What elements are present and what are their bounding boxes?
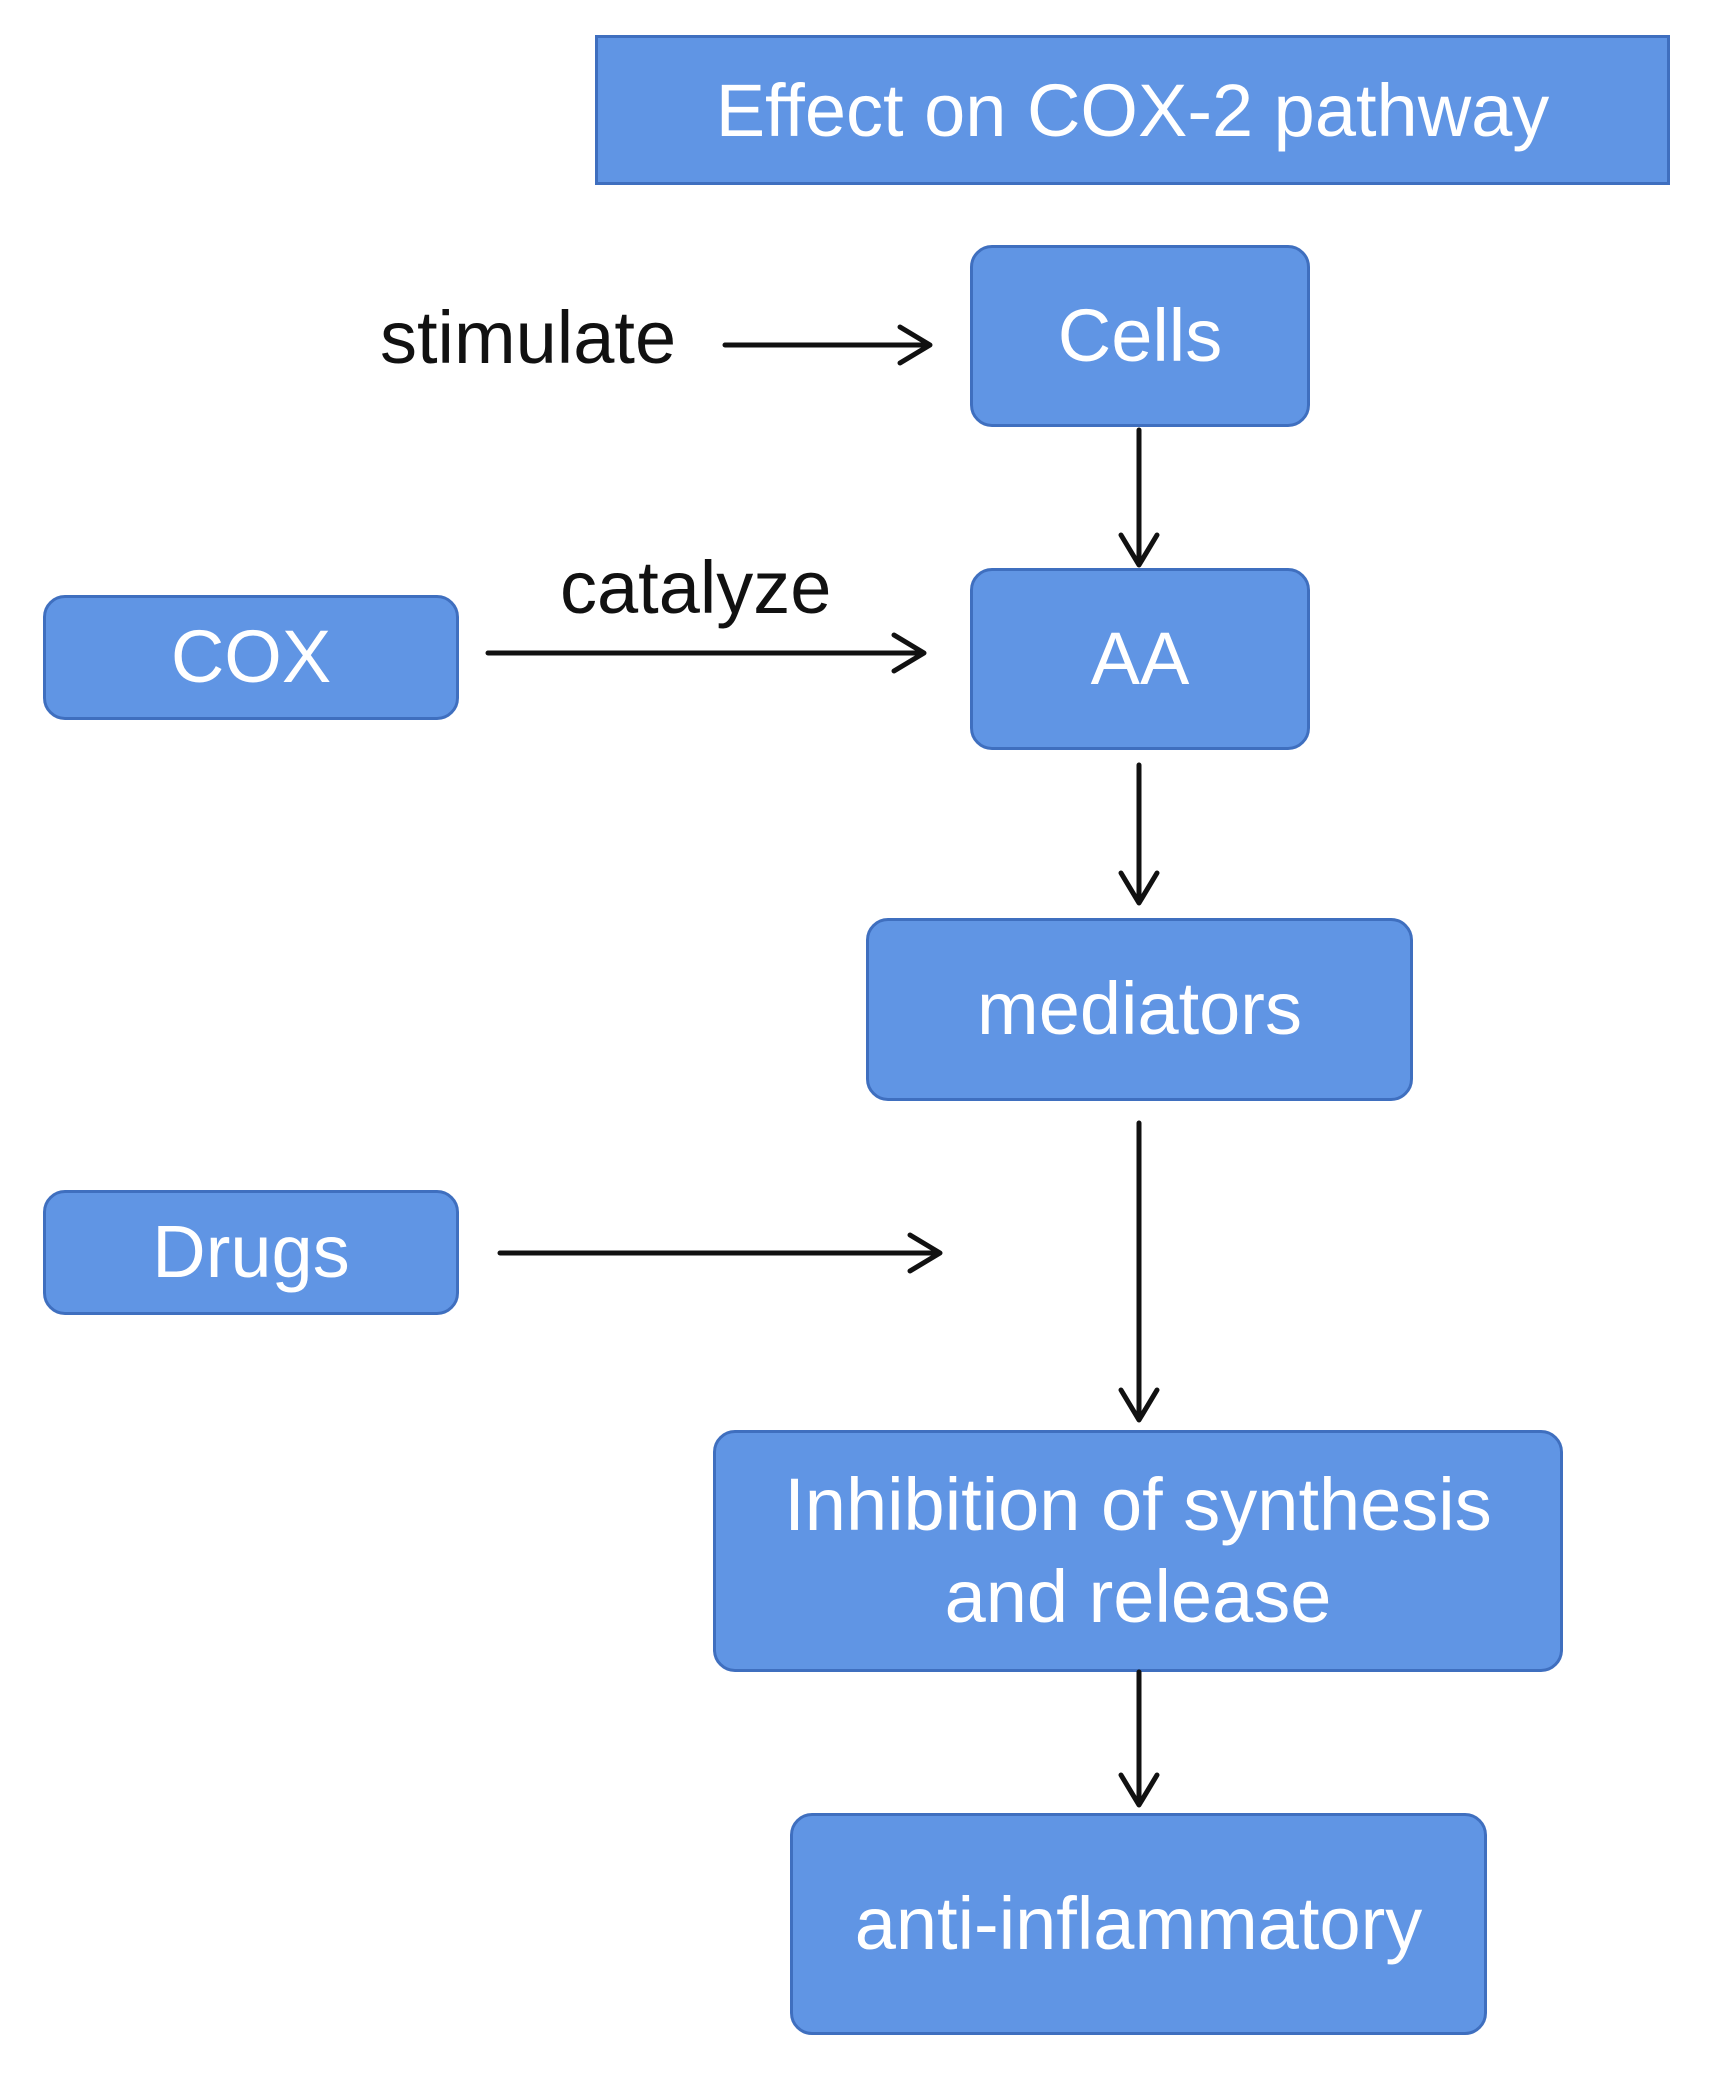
node-drugs: Drugs <box>43 1190 459 1315</box>
diagram-title: Effect on COX-2 pathway <box>595 35 1670 185</box>
diagram-title-text: Effect on COX-2 pathway <box>715 68 1550 152</box>
node-inhibition-label-line2: and release <box>944 1555 1332 1638</box>
node-anti-inflammatory: anti-inflammatory <box>790 1813 1487 2035</box>
arrow-mediators-to-inhibition <box>1118 1120 1160 1423</box>
arrow-drugs-to-pathway <box>497 1232 943 1274</box>
arrow-inhibition-to-anti-inflammatory <box>1118 1669 1160 1808</box>
arrow-aa-to-mediators <box>1118 762 1160 906</box>
catalyze-label: catalyze <box>560 546 832 629</box>
node-cells: Cells <box>970 245 1310 427</box>
arrow-cells-to-aa <box>1118 427 1160 568</box>
arrow-cox-to-aa <box>485 632 927 674</box>
node-aa-label: AA <box>1090 616 1190 700</box>
node-drugs-label: Drugs <box>152 1210 350 1294</box>
arrow-stimulate-to-cells <box>722 324 933 366</box>
node-inhibition: Inhibition of synthesis and release <box>713 1430 1563 1672</box>
node-mediators-label: mediators <box>977 967 1302 1051</box>
node-anti-inflammatory-label: anti-inflammatory <box>854 1881 1423 1965</box>
node-cox-label: COX <box>170 615 332 699</box>
node-inhibition-label-line1: Inhibition of synthesis <box>784 1462 1492 1546</box>
node-cox: COX <box>43 595 459 720</box>
node-aa: AA <box>970 568 1310 750</box>
node-cells-label: Cells <box>1057 293 1223 377</box>
stimulate-label: stimulate <box>380 296 677 379</box>
node-mediators: mediators <box>866 918 1413 1101</box>
